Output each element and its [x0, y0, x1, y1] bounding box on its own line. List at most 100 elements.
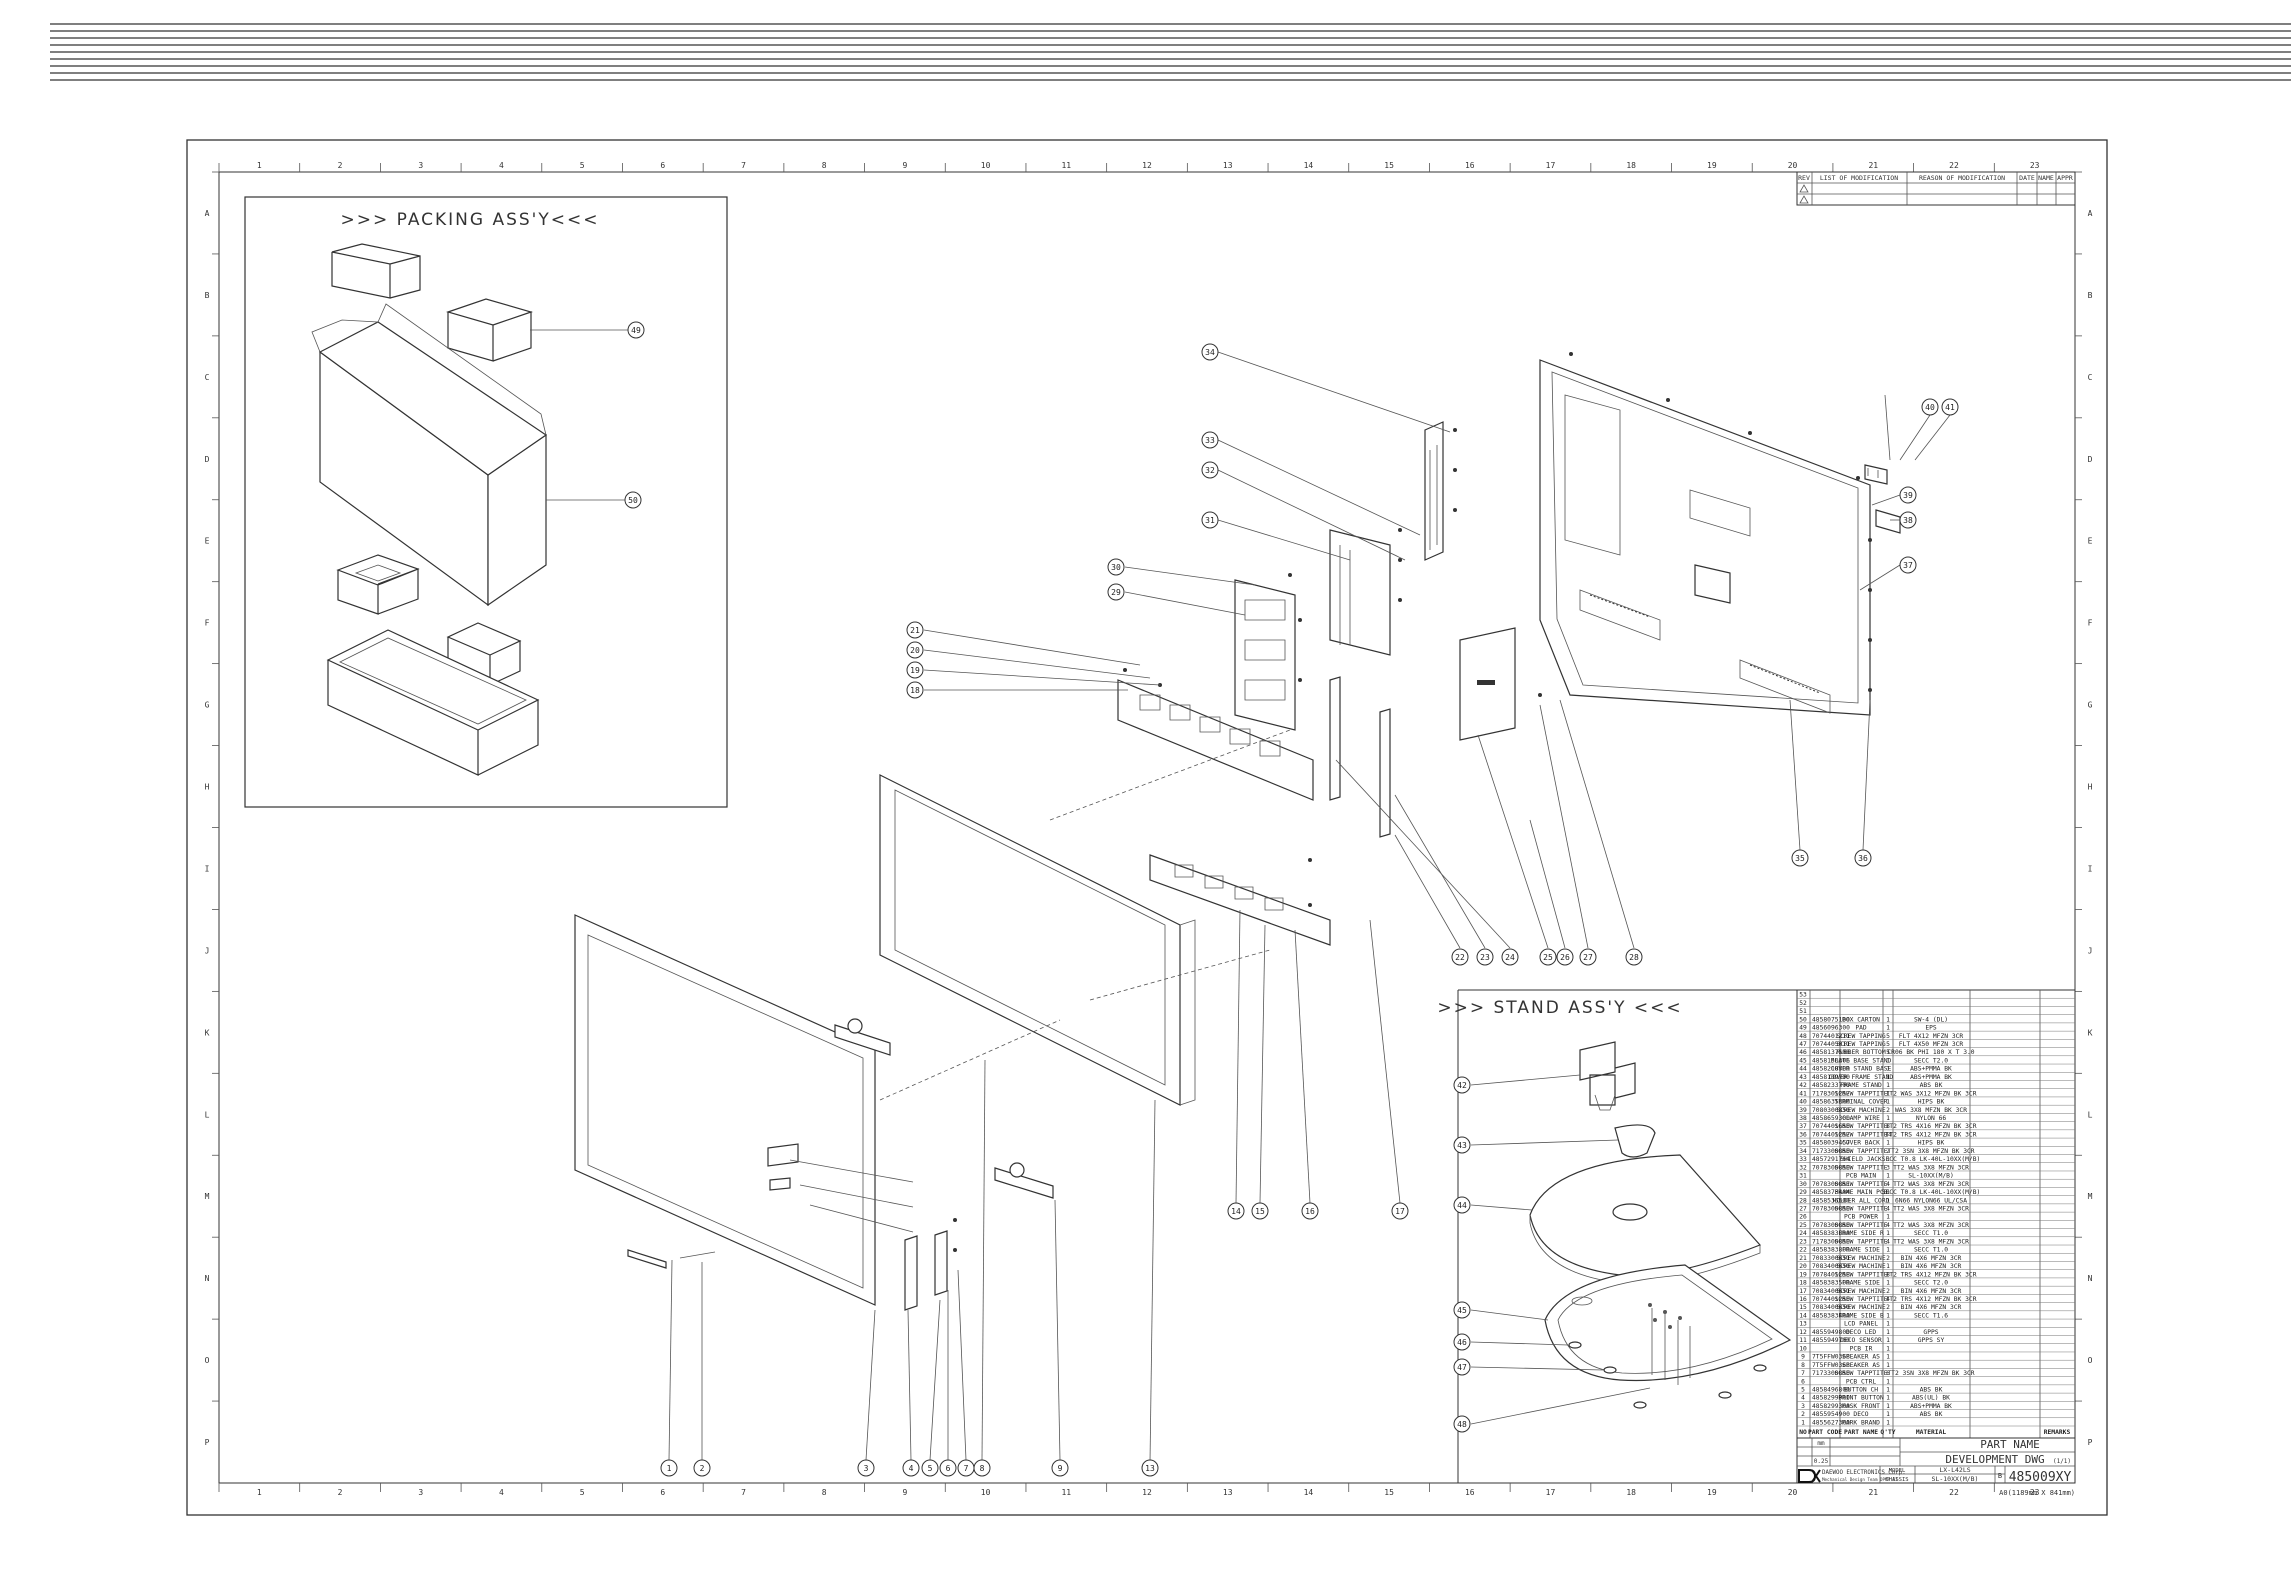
bom-part-name: FRAME SIDE: [1842, 1280, 1880, 1287]
callout-42-label: 42: [1457, 1081, 1467, 1090]
col-label-bottom: 12: [1142, 1488, 1152, 1497]
bom-part-code: 7074401211: [1812, 1033, 1850, 1040]
bom-qty: 2: [1886, 1288, 1890, 1295]
bom-part-code: 7074405011: [1812, 1041, 1850, 1048]
bom-no: 32: [1799, 1164, 1807, 1171]
col-label-top: 17: [1546, 161, 1556, 170]
row-label-left: E: [205, 537, 210, 546]
callout-27-label: 27: [1583, 953, 1593, 962]
callout-21-label: 21: [910, 626, 920, 635]
bom-part-code: 4858299300: [1812, 1403, 1850, 1410]
bom-part-code: 4858383800: [1812, 1230, 1850, 1237]
callout-42: [1453, 1076, 1471, 1094]
bom-qty: 1: [1886, 1082, 1890, 1089]
col-label-bottom: 3: [418, 1488, 423, 1497]
bom-material: TT2 WAS 3X8 MFZN 3CR: [1893, 1222, 1969, 1229]
bom-part-code: 4855949700: [1812, 1337, 1850, 1344]
col-label-top: 4: [499, 161, 504, 170]
bom-qty: 5: [1886, 1041, 1890, 1048]
bom-part-name: SCREW TAPPTITE: [1834, 1296, 1887, 1303]
bom-no: 7: [1801, 1370, 1805, 1377]
callout-18: [906, 681, 924, 699]
callout-27: [1579, 948, 1597, 966]
bom-material: SECC T1.0: [1914, 1230, 1948, 1237]
bom-no: 4: [1801, 1395, 1805, 1402]
row-label-left: D: [205, 455, 210, 464]
bom-part-code: 4858233700: [1812, 1082, 1850, 1089]
col-label-top: 8: [822, 161, 827, 170]
bom-no: 42: [1799, 1082, 1807, 1089]
callout-23: [1476, 948, 1494, 966]
back-cover: [1539, 359, 1871, 716]
row-label-left: I: [205, 864, 210, 873]
bom-no: 18: [1799, 1280, 1807, 1287]
bom-part-name: CLAMP WIRE: [1842, 1115, 1880, 1122]
row-label-right: I: [2088, 864, 2093, 873]
bom-no: 16: [1799, 1296, 1807, 1303]
row-label-right: A: [2088, 209, 2093, 218]
callout-34-label: 34: [1205, 348, 1215, 357]
bom-qty: 1: [1886, 1419, 1890, 1426]
callout-1-label: 1: [667, 1464, 672, 1473]
part-name-label: PART NAME: [1980, 1438, 2040, 1451]
callout-43-label: 43: [1457, 1141, 1467, 1150]
bom-qty: 1: [1886, 1280, 1890, 1287]
bom-no: 5: [1801, 1386, 1805, 1393]
header-rule-lines: [50, 23, 2291, 81]
bom-part-code: 4858109700: [1812, 1074, 1850, 1081]
col-label-top: 21: [1868, 161, 1878, 170]
bom-material: TT2 WAS 3X8 MFZN 3CR: [1893, 1206, 1969, 1213]
bom-part-name: SCREW MACHINE: [1836, 1255, 1885, 1262]
bom-part-code: 7173300850: [1812, 1148, 1850, 1155]
col-label-bottom: 5: [580, 1488, 585, 1497]
bom-part-name: SCREW TAPPTITE: [1834, 1181, 1887, 1188]
bom-qty: 1: [1886, 1395, 1890, 1402]
bom-no: 38: [1799, 1115, 1807, 1122]
bom-qty: 1: [1886, 1057, 1890, 1064]
bom-no: 40: [1799, 1099, 1807, 1106]
col-label-top: 10: [981, 161, 991, 170]
bom-qty: 4: [1886, 1296, 1890, 1303]
callout-50-label: 50: [628, 496, 638, 505]
bom-material: TT2 WAS 3X8 MFZN 3CR: [1893, 1164, 1969, 1171]
rev-header-cell: REASON OF MODIFICATION: [1919, 174, 2005, 182]
units-value: mm: [1817, 1440, 1825, 1447]
bom-no: 17: [1799, 1288, 1807, 1295]
bom-part-name: SCREW TAPPTITE: [1834, 1090, 1887, 1097]
callout-49-label: 49: [631, 326, 641, 335]
row-label-right: F: [2088, 619, 2093, 628]
callout-31-label: 31: [1205, 516, 1215, 525]
lcd-panel: [879, 774, 1181, 1106]
bom-part-name: SCREW TAPPTITE: [1834, 1271, 1887, 1278]
callout-39: [1899, 486, 1917, 504]
bom-part-name: SCREW TAPPING: [1836, 1041, 1885, 1048]
size-code: B: [1998, 1472, 2002, 1480]
callout-32: [1201, 461, 1219, 479]
bom-no: 6: [1801, 1378, 1805, 1385]
bom-no: 13: [1799, 1321, 1807, 1328]
bom-qty: 1: [1886, 1189, 1890, 1196]
bom-part-name: PCB POWER: [1844, 1214, 1878, 1221]
bom-part-name: RUBBER BOTTOM: [1836, 1049, 1885, 1056]
model-label: MODEL: [1889, 1468, 1906, 1474]
col-label-top: 22: [1949, 161, 1959, 170]
bom-qty: 1: [1886, 1140, 1890, 1147]
row-label-left: J: [205, 946, 210, 955]
col-label-top: 16: [1465, 161, 1475, 170]
callout-24-label: 24: [1505, 953, 1515, 962]
callout-47-label: 47: [1457, 1363, 1467, 1372]
bom-part-code: 4857291764: [1812, 1156, 1850, 1163]
callout-13: [1141, 1459, 1159, 1477]
bom-part-name: FRAME SIDE R: [1838, 1230, 1884, 1237]
callout-28: [1625, 948, 1643, 966]
bom-no: 30: [1799, 1181, 1807, 1188]
callout-30: [1107, 558, 1125, 576]
rev-header-cell: NAME: [2038, 174, 2054, 182]
bom-part-name: SCREW MACHINE: [1836, 1263, 1885, 1270]
callout-40-label: 40: [1925, 403, 1935, 412]
bom-part-code: 4858535500: [1812, 1197, 1850, 1204]
bom-no: 44: [1799, 1066, 1807, 1073]
callout-17-label: 17: [1395, 1207, 1405, 1216]
bom-part-name: SCREW MACHINE: [1836, 1304, 1885, 1311]
bom-qty: 1: [1886, 1156, 1890, 1163]
